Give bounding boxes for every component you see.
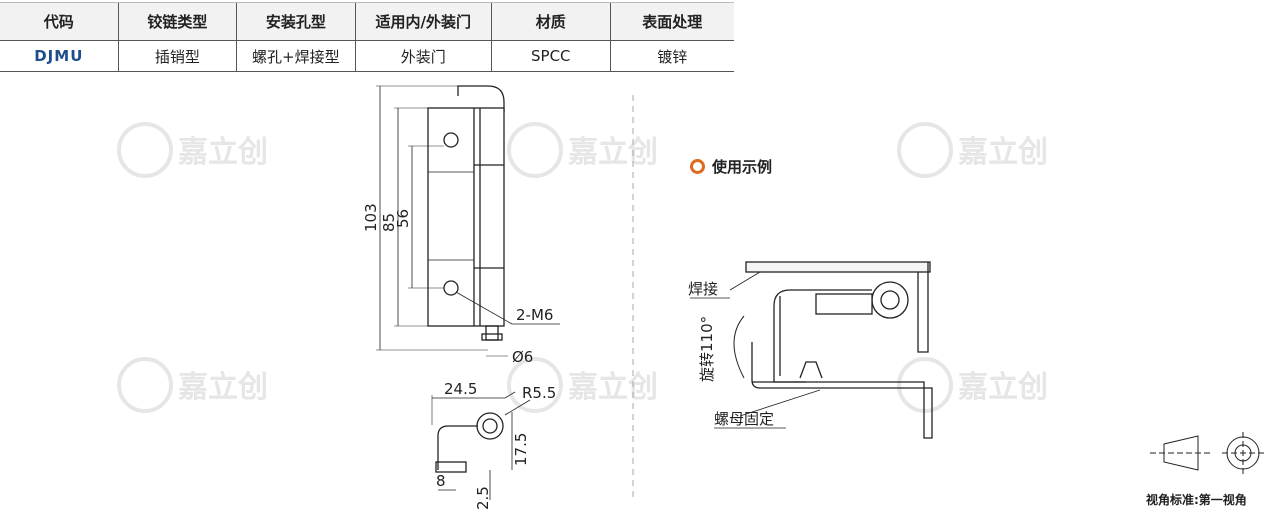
dim-103: 103 [362,203,380,232]
circle-bullet-icon [690,159,705,174]
label-weld: 焊接 [688,280,718,298]
dim-pin: Ø6 [512,348,533,366]
watermark-logo-icon [117,357,173,413]
hinge-front-view [376,85,560,357]
dim-hole: 2-M6 [516,306,553,324]
cell-finish: 镀锌 [609,40,734,72]
header-finish: 表面处理 [609,2,734,41]
spec-table: 代码 铰链类型 安装孔型 适用内/外装门 材质 表面处理 DJMU 插销型 螺孔… [0,2,734,72]
dim-width: 24.5 [444,380,477,398]
watermark-text-6: 嘉立创 [958,370,1048,405]
spec-header-row: 代码 铰链类型 安装孔型 适用内/外装门 材质 表面处理 [0,2,734,41]
watermark-text-1: 嘉立创 [178,135,268,170]
dim-height: 17.5 [512,433,530,466]
label-rotate: 旋转110° [698,316,716,382]
hinge-top-view [431,391,531,500]
usage-example-title: 使用示例 [690,156,772,177]
dim-56: 56 [394,209,412,228]
watermark-logo-icon [507,357,563,413]
watermark-group: 嘉立创 嘉立创 嘉立创 嘉立创 嘉立创 嘉立创 [117,122,1048,413]
dim-radius: R5.5 [522,384,556,402]
cell-material: SPCC [490,40,611,72]
dim-85: 85 [380,213,398,232]
view-standard-label: 视角标准:第一视角 [1146,493,1247,507]
header-material: 材质 [490,2,611,41]
spec-data-row: DJMU 插销型 螺孔+焊接型 外装门 SPCC 镀锌 [0,40,734,72]
dim-leaf: 8 [436,472,446,490]
first-angle-projection-icon [1150,432,1264,474]
cell-hinge-type: 插销型 [117,40,237,72]
watermark-logo-icon [117,122,173,178]
cell-hole-type: 螺孔+焊接型 [236,40,356,72]
cell-door-type: 外装门 [354,40,492,72]
watermark-text-2: 嘉立创 [568,135,658,170]
header-hole-type: 安装孔型 [236,2,356,41]
cell-code: DJMU [0,40,119,72]
watermark-logo-icon [507,122,563,178]
header-code: 代码 [0,2,119,41]
header-hinge-type: 铰链类型 [117,2,237,41]
label-nut: 螺母固定 [714,410,774,428]
usage-example-label: 使用示例 [712,158,773,176]
watermark-logo-icon [897,122,953,178]
watermark-logo-icon [897,357,953,413]
watermark-text-5: 嘉立创 [568,370,658,405]
dim-gap: 2.5 [474,486,492,510]
watermark-text-3: 嘉立创 [958,135,1048,170]
watermark-text-4: 嘉立创 [178,370,268,405]
header-door-type: 适用内/外装门 [354,2,492,41]
usage-example-drawing [690,261,933,439]
